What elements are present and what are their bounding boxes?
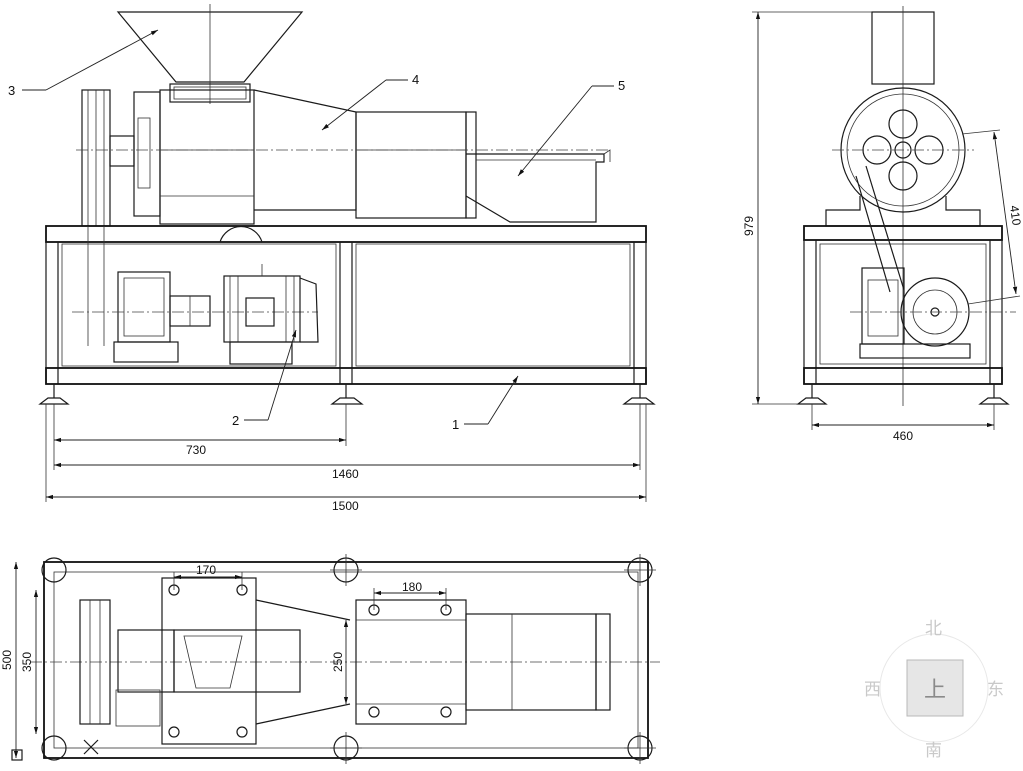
dim-1460: 1460 [332, 467, 359, 481]
compass-south[interactable]: 南 [925, 741, 942, 761]
callout-leaders [22, 29, 614, 425]
side-view [752, 6, 1021, 430]
dim-410: 410 [1007, 204, 1023, 226]
front-dimension-lines [45, 404, 647, 502]
dim-979: 979 [742, 216, 756, 236]
dim-180: 180 [402, 580, 422, 594]
front-view: 3 4 5 2 1 730 1460 1500 [8, 4, 656, 513]
dim-170: 170 [196, 563, 216, 577]
callout-5: 5 [618, 78, 625, 93]
dim-500: 500 [0, 650, 14, 670]
feed-hopper [116, 4, 304, 104]
gear-reducer-front [72, 271, 318, 363]
dim-460: 460 [893, 429, 913, 443]
compass-center-button[interactable] [906, 659, 964, 717]
callout-2: 2 [232, 413, 239, 428]
compass-north[interactable]: 北 [925, 619, 942, 639]
dim-730: 730 [186, 443, 206, 457]
motor-front [223, 264, 319, 365]
drive-pulley-front [81, 89, 161, 227]
compass-west[interactable]: 西 [864, 680, 881, 700]
outlet-chute [465, 149, 611, 223]
plan-view [11, 554, 660, 764]
compass-widget[interactable]: 北 南 东 西 上 [864, 619, 1004, 761]
base-frame-front [38, 225, 656, 405]
callout-4: 4 [412, 72, 419, 87]
callout-3: 3 [8, 83, 15, 98]
compass-east[interactable]: 东 [987, 680, 1004, 700]
dim-350: 350 [20, 652, 34, 672]
compass-center-label: 上 [924, 678, 946, 703]
dim-250: 250 [331, 652, 345, 672]
dim-1500: 1500 [332, 499, 359, 513]
callout-1: 1 [452, 417, 459, 432]
press-barrel [76, 89, 610, 225]
